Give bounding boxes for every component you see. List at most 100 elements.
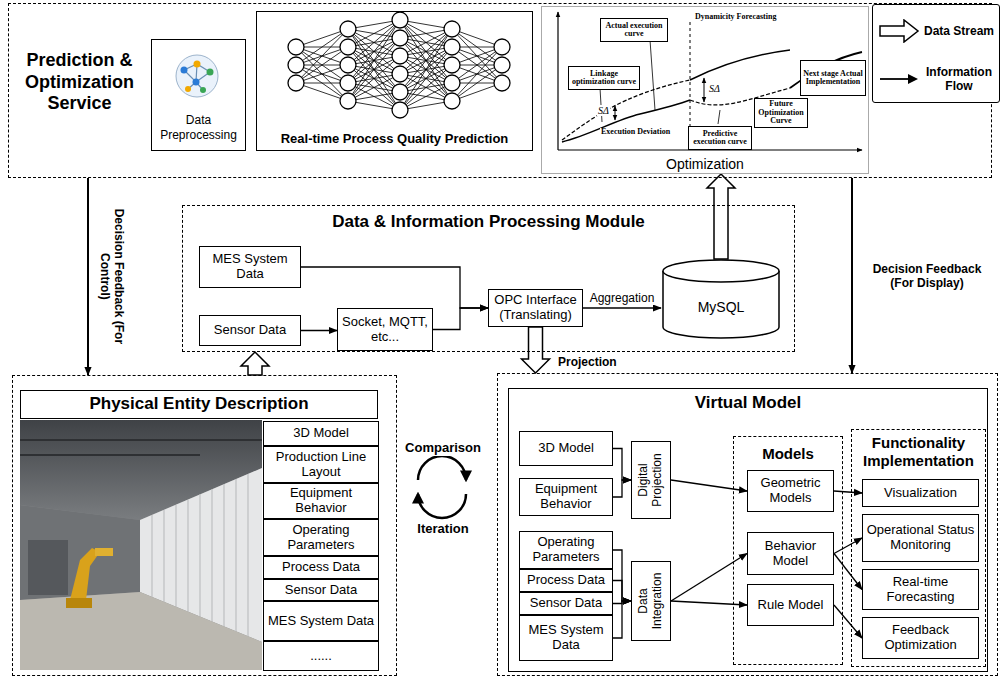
comparison-iteration-arrows-part (418, 456, 466, 480)
chart-label: SΔ (597, 105, 610, 116)
nn-link (296, 29, 348, 83)
optimization-chart-part (650, 40, 655, 110)
factory-photo (20, 420, 262, 670)
line-arrow-head (908, 74, 918, 84)
prediction-box: Real-time Process Quality Prediction (256, 11, 533, 151)
callout-box: Predictive execution curve (688, 126, 752, 150)
node-text: Actual execution curve (602, 22, 666, 39)
node-text: Functionality Implementation (854, 434, 983, 470)
preprocessing-icon-part (185, 86, 191, 92)
flow-arrow (834, 605, 862, 638)
nn-neuron (444, 93, 460, 109)
optimization-chart-part (615, 106, 616, 120)
node-text: Feedback Optimization (866, 623, 975, 653)
node-text: Behavior Model (751, 539, 830, 569)
nn-neuron (340, 75, 356, 91)
module-panel: Data & Information Processing ModuleMES … (182, 205, 795, 352)
module-panel: ModelsGeometric ModelsBehavior ModelRule… (733, 436, 843, 665)
nn-neuron (444, 39, 460, 55)
chart-box: Optimization Actual execution curveLinkag… (541, 6, 869, 174)
process-box: Sensor Data (263, 579, 379, 601)
preprocessing-icon-part (181, 67, 188, 74)
flow-arrow (87, 178, 89, 375)
factory-photo-part (20, 592, 262, 670)
factory-photo-part (20, 440, 262, 455)
node-text: Predictive execution curve (690, 130, 750, 147)
comparison-iteration-arrows (418, 456, 466, 518)
nn-neuron (392, 84, 408, 100)
node-text: 3D Model (538, 441, 594, 456)
process-box: Socket, MQTT, etc... (337, 308, 433, 351)
process-box: Visualization (862, 479, 979, 507)
node-text: ...... (310, 649, 332, 664)
optimization-chart-part (562, 100, 690, 142)
node-text: Models (736, 445, 840, 463)
callout-box: Future Optimization Curve (754, 98, 808, 128)
process-box: Rule Model (747, 584, 834, 626)
legend-box: Data StreamInformation Flow (872, 4, 1000, 103)
cycle-label: Iteration (407, 521, 479, 537)
preprocessing-icon-part (207, 69, 214, 76)
nn-neuron (340, 57, 356, 73)
flow-arrow (613, 581, 631, 602)
nn-neuron (288, 39, 304, 55)
process-box: 3D Model (519, 431, 613, 466)
vertical-box: Data Integration (631, 561, 671, 641)
nn-neuron (288, 57, 304, 73)
process-box: MES System Data (199, 246, 301, 288)
flow-arrow (851, 178, 853, 373)
node-text: Data & Information Processing Module (185, 212, 792, 232)
database-cylinder: MySQL (661, 259, 781, 339)
neural-network (288, 12, 510, 118)
nn-neuron (288, 75, 304, 91)
node-text: Operating Parameters (267, 523, 375, 553)
node-text: OPC Interface (Translating) (492, 293, 579, 323)
process-box: 3D Model (263, 421, 379, 446)
node-text: Physical Entity Description (89, 394, 308, 414)
node-text: Equipment Behavior (523, 482, 609, 512)
optimization-chart-part (718, 110, 720, 124)
node-text: Digital Projection (637, 444, 665, 516)
physical-panel: Physical Entity Description 3D ModelProdu… (12, 375, 397, 676)
node-text: Optimization (666, 156, 744, 172)
nn-neuron (392, 102, 408, 118)
nn-neuron (444, 21, 460, 37)
preprocessing-icon-part (176, 55, 218, 97)
node-text: MES System Data (203, 252, 297, 282)
flow-arrow (583, 307, 661, 308)
node-text: Geometric Models (751, 476, 830, 506)
process-box: OPC Interface (Translating) (488, 289, 583, 327)
process-box: Equipment Behavior (263, 483, 379, 519)
nn-neuron (340, 21, 356, 37)
node-text: Equipment Behavior (267, 486, 375, 516)
node-text: Visualization (884, 486, 957, 501)
node-text: Operational Status Monitoring (866, 523, 975, 553)
flow-arrow (671, 601, 747, 605)
legend-label: Data Stream (924, 24, 994, 38)
preprocessing-icon (176, 55, 218, 97)
node-text: Production Line Layout (267, 450, 375, 480)
flow-arrow (433, 308, 488, 330)
chart-label: SΔ (708, 83, 721, 94)
process-box: Sensor Data (519, 592, 613, 615)
hollow-arrow-sample (880, 20, 918, 42)
nn-neuron (340, 93, 356, 109)
node-text: Real-time Process Quality Prediction (281, 131, 509, 147)
chart-label: Execution Deviation (600, 128, 671, 137)
node-text: Socket, MQTT, etc... (341, 315, 429, 345)
process-box: Sensor Data (199, 315, 301, 346)
nn-link (452, 29, 502, 83)
service-panel: Prediction & Optimization ServiceData Pr… (8, 3, 992, 178)
process-box: Operating Parameters (519, 531, 613, 569)
nn-neuron (340, 39, 356, 55)
node-text: Rule Model (758, 598, 824, 613)
flow-arrow (671, 554, 747, 602)
node-text: Future Optimization Curve (756, 100, 806, 125)
legend-text: Data Stream (922, 13, 996, 49)
flow-arrow (301, 330, 337, 331)
node-text: Linkage optimization curve (570, 70, 638, 87)
preprocessing-icon-part (194, 61, 201, 68)
callout-box: Actual execution curve (600, 18, 668, 42)
process-box: MES System Data (263, 601, 379, 641)
